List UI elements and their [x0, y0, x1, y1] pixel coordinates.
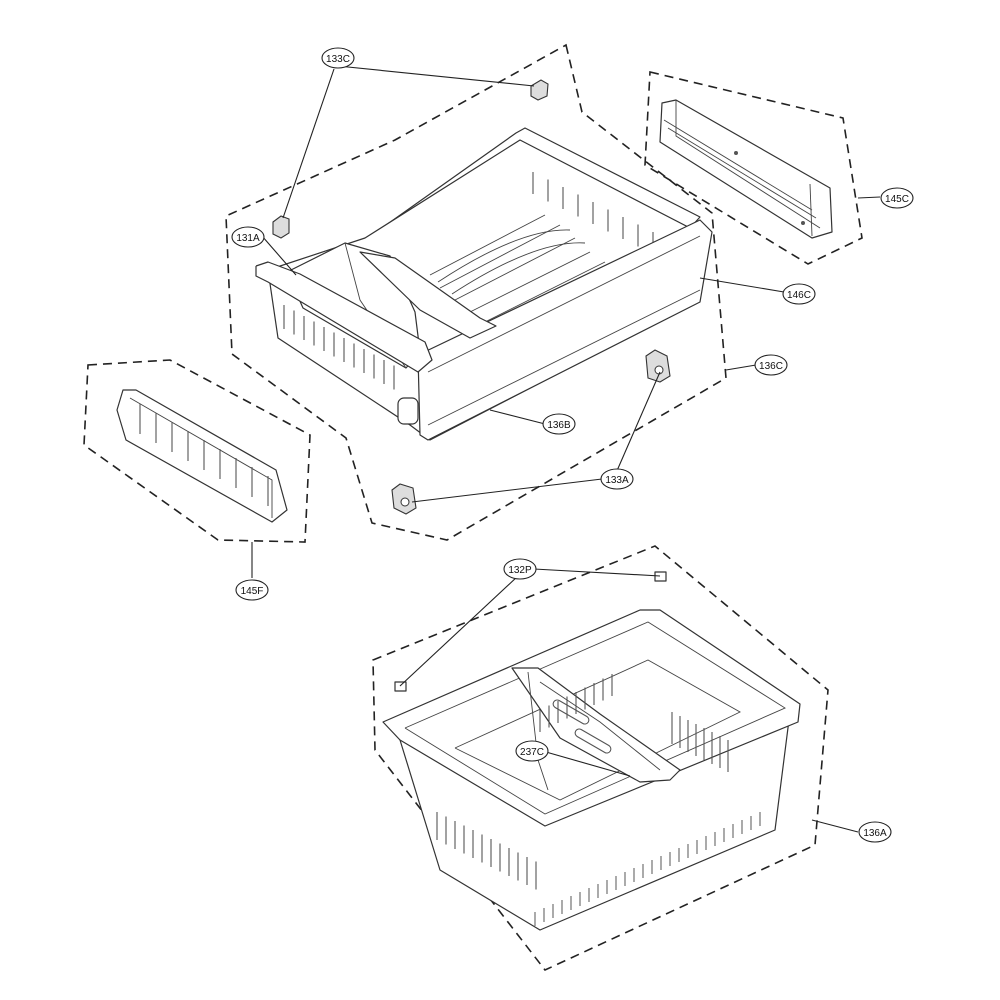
- group-outline-upper-drawer: [225, 43, 727, 541]
- svg-text:133C: 133C: [326, 54, 350, 65]
- group-outline-lower-basket: [372, 545, 829, 971]
- callout-136a: 136A: [858, 821, 892, 843]
- clip-133a-left: [391, 483, 417, 515]
- callout-136c: 136C: [754, 354, 788, 376]
- pad-132p-left: [394, 681, 407, 692]
- svg-text:237C: 237C: [520, 747, 544, 758]
- group-outline-145f: [83, 359, 311, 543]
- group-outline-145c: [644, 70, 863, 265]
- clip-133c-top: [530, 79, 549, 101]
- svg-text:136B: 136B: [547, 420, 571, 431]
- callout-237c: 237C: [515, 740, 549, 762]
- svg-text:131A: 131A: [236, 233, 260, 244]
- callout-133c: 133C: [321, 47, 355, 69]
- callout-145c: 145C: [880, 187, 914, 209]
- side-rail-145c: [659, 99, 833, 239]
- upper-drawer: [255, 127, 713, 441]
- callout-131a: 131A: [231, 226, 265, 248]
- svg-text:136A: 136A: [863, 828, 887, 839]
- svg-text:133A: 133A: [605, 475, 629, 486]
- lower-basket-136a: [382, 609, 801, 931]
- callout-145f: 145F: [235, 579, 269, 601]
- pad-132p-right: [654, 571, 667, 582]
- callout-133a: 133A: [600, 468, 634, 490]
- leader-lines: [251, 65, 881, 833]
- front-grille-145f: [116, 389, 288, 523]
- callout-136b: 136B: [542, 413, 576, 435]
- svg-text:145F: 145F: [241, 586, 264, 597]
- svg-text:146C: 146C: [787, 290, 811, 301]
- svg-text:132P: 132P: [508, 565, 532, 576]
- callout-132p: 132P: [503, 558, 537, 580]
- svg-text:145C: 145C: [885, 194, 909, 205]
- svg-text:136C: 136C: [759, 361, 783, 372]
- clip-133c-left: [272, 215, 290, 239]
- callout-146c: 146C: [782, 283, 816, 305]
